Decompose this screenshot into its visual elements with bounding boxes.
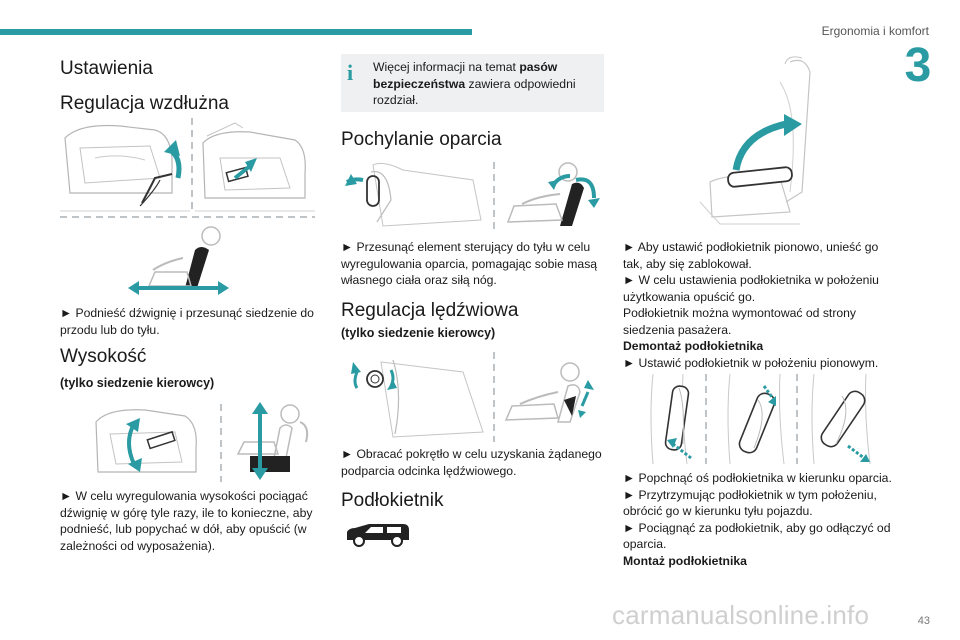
occupant-height-pictogram <box>236 402 309 480</box>
info-text-part: zawiera odpowiedni rozdział. <box>373 76 576 108</box>
divider-vertical <box>493 352 495 442</box>
seat-armrest-illustration <box>699 56 811 225</box>
seat-lumbar-knob-illustration <box>351 359 484 438</box>
lumbar-subtitle: (tylko siedzenie kierowcy) <box>341 326 496 340</box>
armrest-line-removable: Podłokietnik można wymontować od strony … <box>623 306 857 337</box>
divider-dashed <box>60 216 315 218</box>
armrest-line-lower: ► W celu ustawienia podłokietnika w poło… <box>623 273 879 304</box>
divider-vertical <box>220 404 222 482</box>
armrest-line-raise: ► Aby ustawić podłokietnik pionowo, unie… <box>623 240 879 271</box>
occupant-longitudinal-pictogram <box>128 226 229 295</box>
height-text: ► W celu wyregulowania wysokości pociąga… <box>60 489 313 553</box>
armrest-line-pull: ► Pociągnąć za podłokietnik, aby go odłą… <box>623 520 891 552</box>
seat-recline-control-illustration <box>345 162 482 227</box>
info-text-part: Więcej informacji na temat <box>373 60 520 74</box>
top-accent-bar <box>0 29 472 35</box>
divider-vertical <box>796 374 798 464</box>
heading-recline: Pochylanie oparcia <box>341 129 502 150</box>
info-text-bold: pasów bezpieczeństwa <box>373 60 558 91</box>
seat-longitudinal-illustration-1 <box>60 124 190 212</box>
page-number: 43 <box>917 615 930 627</box>
recline-text: ► Przesunąć element sterujący do tyłu w … <box>341 240 598 287</box>
armrest-instructions: ► Aby ustawić podłokietnik pionowo, unie… <box>623 239 893 371</box>
chapter-number: 3 <box>904 39 932 92</box>
longitudinal-text: ► Podnieść dźwignię i przesunąć siedzeni… <box>60 306 314 337</box>
height-subtitle: (tylko siedzenie kierowcy) <box>60 376 215 390</box>
info-icon: i <box>347 60 354 85</box>
info-text: Więcej informacji na temat pasów bezpiec… <box>373 59 598 109</box>
heading-settings: Ustawienia <box>60 58 153 79</box>
divider-vertical <box>191 118 193 213</box>
seat-height-illustration <box>95 409 197 473</box>
armrest-line-vertical: ► Ustawić podłokietnik w położeniu piono… <box>623 355 879 370</box>
armrest-line-push: ► Popchnąć oś podłokietnika w kierunku o… <box>623 471 892 485</box>
heading-longitudinal: Regulacja wzdłużna <box>60 93 229 114</box>
divider-vertical <box>705 374 707 464</box>
armrest-removal-step-2 <box>727 373 785 465</box>
armrest-removal-step-1 <box>650 373 692 465</box>
heading-height: Wysokość <box>60 346 147 367</box>
seat-longitudinal-illustration-2 <box>195 122 315 212</box>
armrest-remove-title: Demontaż podłokietnika <box>623 339 764 353</box>
occupant-lumbar-pictogram <box>504 362 594 423</box>
watermark: carmanualsonline.info <box>612 600 870 630</box>
lumbar-text: ► Obracać pokrętło w celu uzyskania żąda… <box>341 447 602 478</box>
armrest-removal-step-3 <box>811 373 871 465</box>
occupant-recline-pictogram <box>506 162 600 226</box>
armrest-mount-title: Montaż podłokietnika <box>623 553 747 568</box>
armrest-line-rotate: ► Przytrzymując podłokietnik w tym położ… <box>623 487 877 519</box>
heading-armrest: Podłokietnik <box>341 490 444 511</box>
divider-vertical <box>493 162 495 232</box>
van-icon <box>347 524 409 547</box>
heading-lumbar: Regulacja lędźwiowa <box>341 300 519 321</box>
info-box: i Więcej informacji na temat pasów bezpi… <box>341 54 604 112</box>
section-title: Ergonomia i komfort <box>821 24 929 38</box>
armrest-removal-steps: ► Popchnąć oś podłokietnika w kierunku o… <box>623 470 893 569</box>
